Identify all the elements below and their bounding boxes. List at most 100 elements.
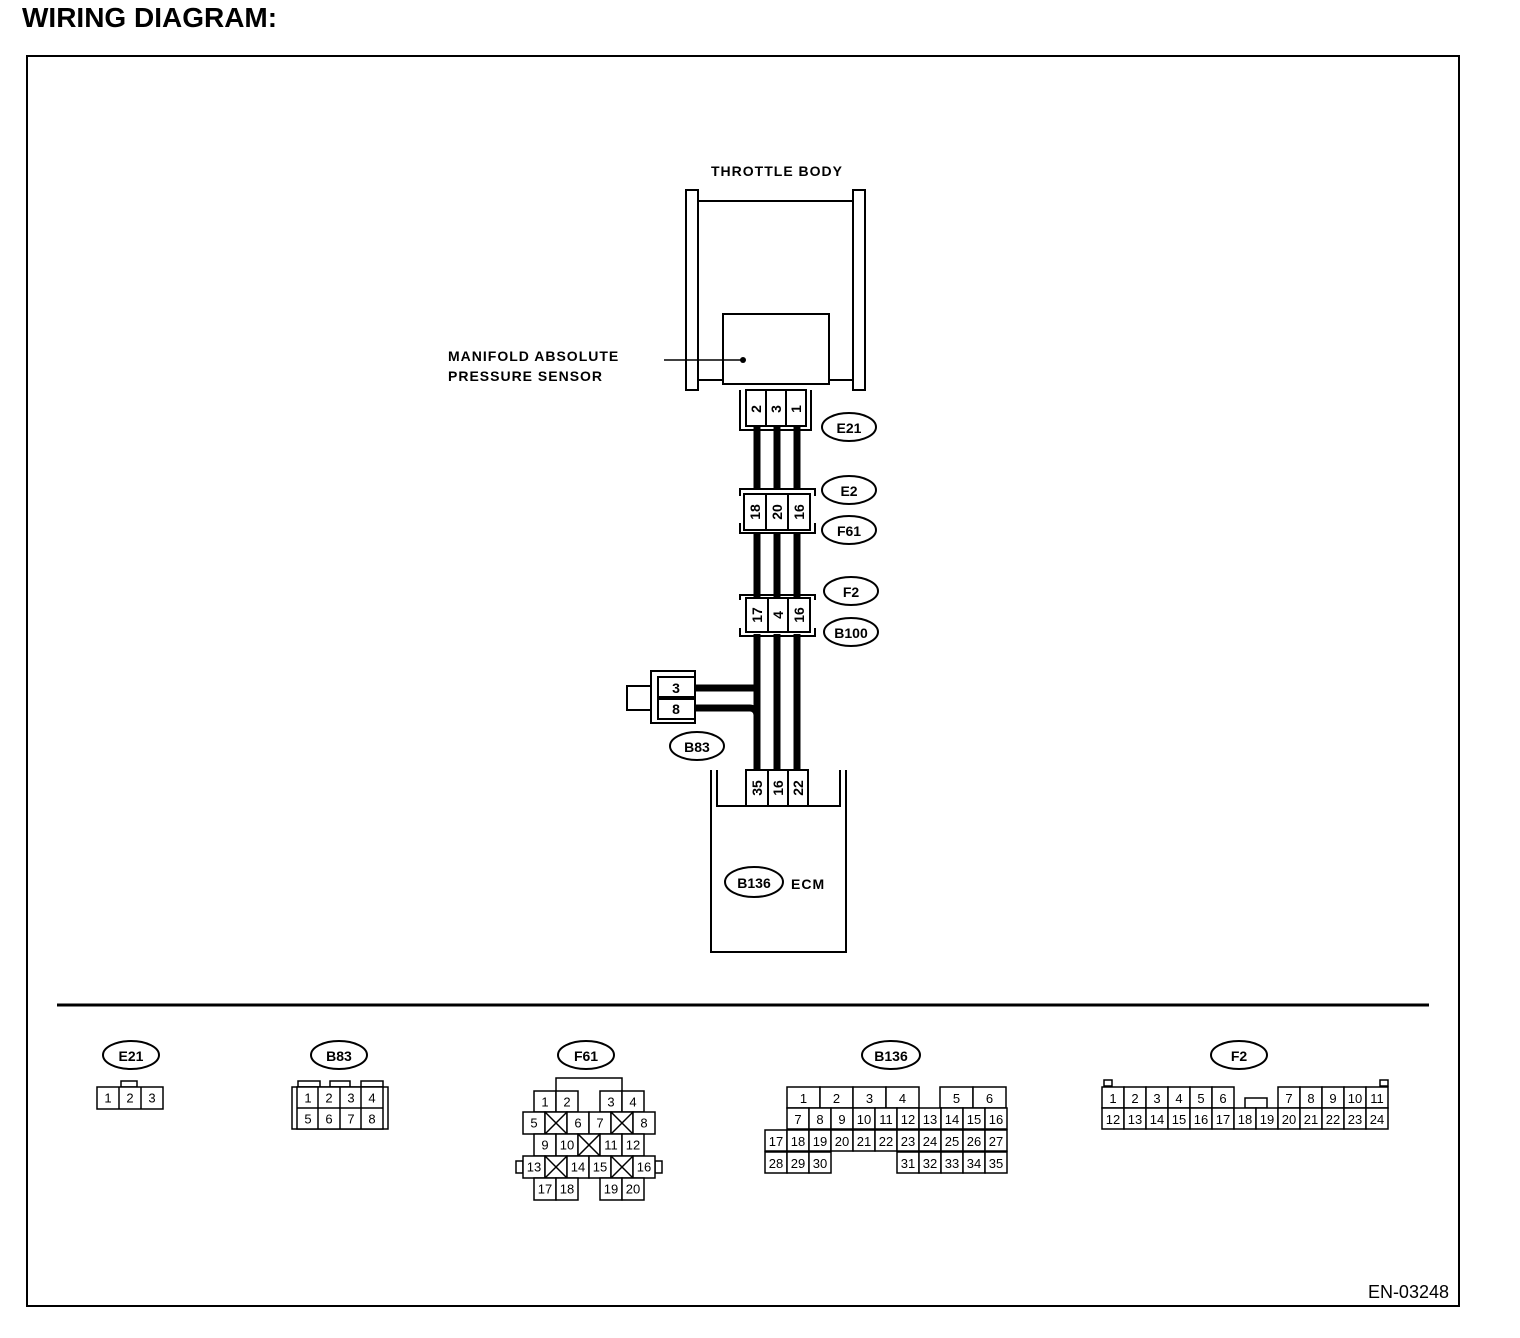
f61-face-badge [557,1040,615,1070]
diagram-frame [26,55,1460,1307]
connector-pin-number: 7 [794,1112,801,1127]
f61-face-pin: 17 [538,1182,552,1197]
connector-pin-number: 11 [1370,1091,1384,1106]
f61-badge-label: F61 [837,523,861,539]
b83-pin-top: 3 [672,680,680,696]
connector-pin-number: 16 [989,1112,1003,1127]
connector-pin-number: 11 [879,1112,893,1127]
connector-pin-number: 5 [1197,1091,1204,1106]
connector-pin-number: 23 [901,1134,915,1149]
f61-face-pin: 7 [596,1116,603,1131]
connector-pin-number: 22 [1326,1112,1340,1127]
connector-pin-number: 7 [1285,1091,1292,1106]
b83-face-pin: 2 [325,1091,332,1106]
connector-pin-number: 24 [923,1134,937,1149]
connector-pin-number: 30 [813,1156,827,1171]
f2-badge-label: F2 [843,584,860,600]
connector-pin-number: 1 [800,1091,807,1106]
b83-pin-bottom: 8 [672,701,680,717]
e21-badge [821,412,877,442]
connector-pin-number: 14 [945,1112,959,1127]
connector-pin-number: 18 [1238,1112,1252,1127]
connector-pin-number: 19 [1260,1112,1274,1127]
b100-badge-label: B100 [834,625,868,641]
connector-pin-number: 32 [923,1156,937,1171]
b136-pin-right: 22 [790,780,806,796]
f61-face-pin: 11 [604,1138,618,1153]
f61-face: 1 2 3 4 5 6 7 8 9 10 11 12 13 14 15 16 1… [515,1077,663,1201]
b136-face-badge [861,1040,921,1070]
e21-face-badge-label: E21 [119,1048,144,1064]
f2-badge [823,576,879,606]
connector-pin-number: 15 [967,1112,981,1127]
connector-pin-number: 4 [1175,1091,1182,1106]
b83-face-pin: 3 [347,1091,354,1106]
connector-pin-number: 34 [967,1156,981,1171]
f61-face-pin: 14 [571,1160,585,1175]
connector-cell [984,1151,1008,1174]
b83-face-pin: 5 [304,1112,311,1127]
connector-pin-number: 8 [1307,1091,1314,1106]
connector-pin-number: 2 [1131,1091,1138,1106]
connector-pin-number: 5 [953,1091,960,1106]
f61-face-badge-label: F61 [574,1048,598,1064]
f61-face-pin: 6 [574,1116,581,1131]
b83-badge-label: B83 [684,739,710,755]
connector-pin-number: 17 [1216,1112,1230,1127]
b100-badge [823,617,879,647]
connector-pin-number: 16 [1194,1112,1208,1127]
e2-badge [821,475,877,505]
connector-pin-number: 9 [838,1112,845,1127]
b83-badge [669,731,725,761]
connector-cell [984,1107,1008,1130]
e21-face-pin: 3 [148,1091,155,1106]
connector-pin-number: 8 [816,1112,823,1127]
connector-pin-number: 18 [791,1134,805,1149]
connector-cell [984,1129,1008,1152]
throttle-body-label: THROTTLE BODY [711,163,843,179]
connector-pin-number: 19 [813,1134,827,1149]
connector-pin-number: 23 [1348,1112,1362,1127]
e21-face-badge [102,1040,160,1070]
connector-pin-number: 12 [1106,1112,1120,1127]
f61-face-pin: 1 [541,1095,548,1110]
connector-pin-number: 6 [1219,1091,1226,1106]
sensor-label-line2: PRESSURE SENSOR [448,368,603,384]
b136-badge-label: B136 [737,875,771,891]
connector-cell [1365,1107,1389,1130]
connector-pin-number: 35 [989,1156,1003,1171]
b83-face-badge-label: B83 [326,1048,352,1064]
e21-pin-right: 1 [788,405,804,413]
b83-face-pin: 4 [368,1091,375,1106]
connector-pin-number: 2 [833,1091,840,1106]
connector-pin-number: 20 [1282,1112,1296,1127]
connector-pin-number: 10 [857,1112,871,1127]
f61-face-pin: 4 [629,1095,636,1110]
f61-face-pin: 20 [626,1182,640,1197]
connector-pin-number: 24 [1370,1112,1384,1127]
b83-face-pin: 1 [304,1091,311,1106]
e21-face: 1 2 3 [96,1080,164,1110]
connector-pin-number: 26 [967,1134,981,1149]
e2-badge-label: E2 [840,483,857,499]
e21-face-pin: 2 [126,1091,133,1106]
b136-pin-mid: 16 [770,780,786,796]
e21-face-pin: 1 [104,1091,111,1106]
f61-face-pin: 9 [541,1138,548,1153]
connector-pin-number: 3 [866,1091,873,1106]
connector-pin-number: 28 [769,1156,783,1171]
connector-pin-number: 15 [1172,1112,1186,1127]
connector-pin-number: 13 [923,1112,937,1127]
ecm-label: ECM [791,876,825,892]
page-title: WIRING DIAGRAM: [22,2,278,33]
connector-pin-number: 3 [1153,1091,1160,1106]
connector-pin-number: 14 [1150,1112,1164,1127]
f2-pin-left: 17 [749,607,765,623]
connector-e2-f61: 18 20 16 [739,488,816,534]
ecm-unit: 35 16 22 [710,769,847,953]
e21-pin-mid: 3 [768,405,784,413]
throttle-body [685,189,866,391]
b136-pin-left: 35 [749,780,765,796]
